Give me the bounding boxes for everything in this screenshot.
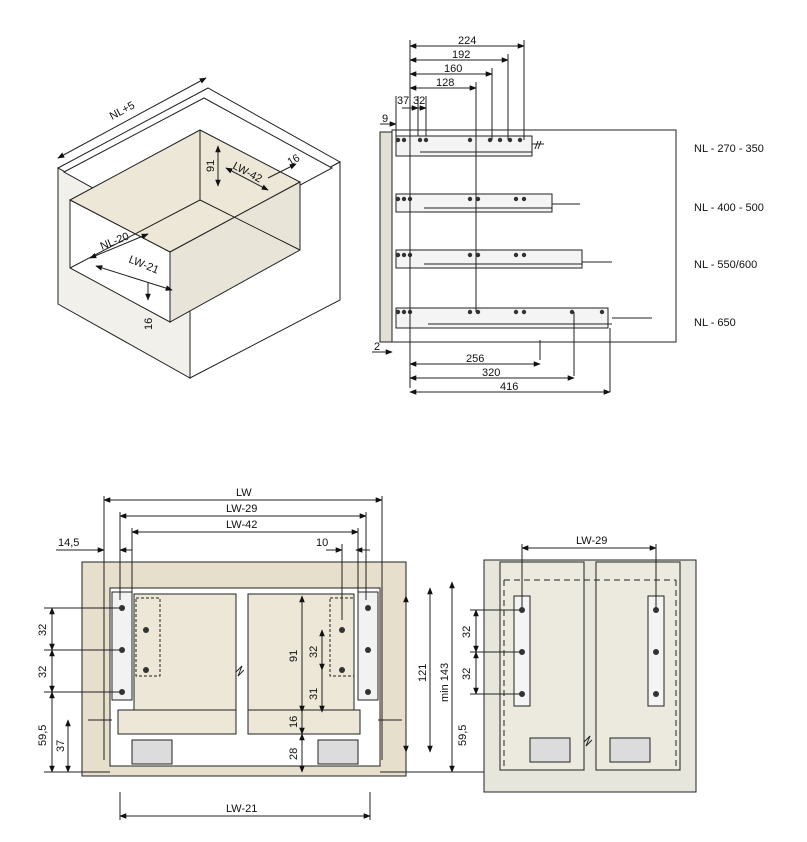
runner-length-1: NL - 270 - 350 [694,143,764,155]
cabinet-nl-plus-5: NL+5 [108,100,137,123]
front-v59-5-right: 59,5 [457,725,469,746]
front-v37: 37 [55,740,67,752]
cabinet-h91: 91 [205,160,217,172]
runner-dim-2: 2 [374,341,380,353]
front-lw: LW [236,487,252,499]
runner-dim-37: 37 [397,95,409,107]
front-v31: 31 [308,688,320,700]
front-lw29: LW-29 [226,503,257,515]
runner-3 [395,249,612,269]
front-v16: 16 [288,716,300,728]
runner-2 [395,193,580,213]
runner-length-3: NL - 550/600 [694,259,757,271]
runner-dim-160: 160 [444,63,462,75]
rear-v32a: 32 [461,626,473,638]
cabinet-isometric [56,77,342,379]
runner-diagram [372,40,677,395]
runner-dim-224: 224 [458,35,476,47]
front-v28: 28 [288,748,300,760]
front-14-5: 14,5 [58,537,79,549]
front-lw42: LW-42 [226,519,257,531]
front-vmin143: min 143 [439,663,451,702]
runner-dim-320: 320 [482,367,500,379]
front-v32a: 32 [37,624,49,636]
rear-section [470,544,697,793]
cabinet-t16-bottom: 16 [143,318,155,330]
front-v59-5: 59,5 [37,725,49,746]
front-lw21: LW-21 [226,803,257,815]
front-v91: 91 [288,650,300,662]
front-10: 10 [316,537,328,549]
runner-dim-32: 32 [413,95,425,107]
runner-length-2: NL - 400 - 500 [694,202,764,214]
runner-dim-9: 9 [382,113,388,125]
rear-v32b: 32 [461,668,473,680]
front-v32b: 32 [37,666,49,678]
cabinet-t16-right: 16 [286,152,303,169]
front-v121: 121 [417,664,429,682]
runner-dim-256: 256 [466,353,484,365]
runner-dim-128: 128 [436,77,454,89]
runner-4 [395,307,652,329]
runner-length-4: NL - 650 [694,317,736,329]
rear-lw29: LW-29 [576,535,607,547]
runner-1 [395,135,544,157]
runner-dim-192: 192 [452,49,470,61]
front-section [44,496,484,820]
front-v32c: 32 [308,646,320,658]
runner-dim-416: 416 [500,381,518,393]
